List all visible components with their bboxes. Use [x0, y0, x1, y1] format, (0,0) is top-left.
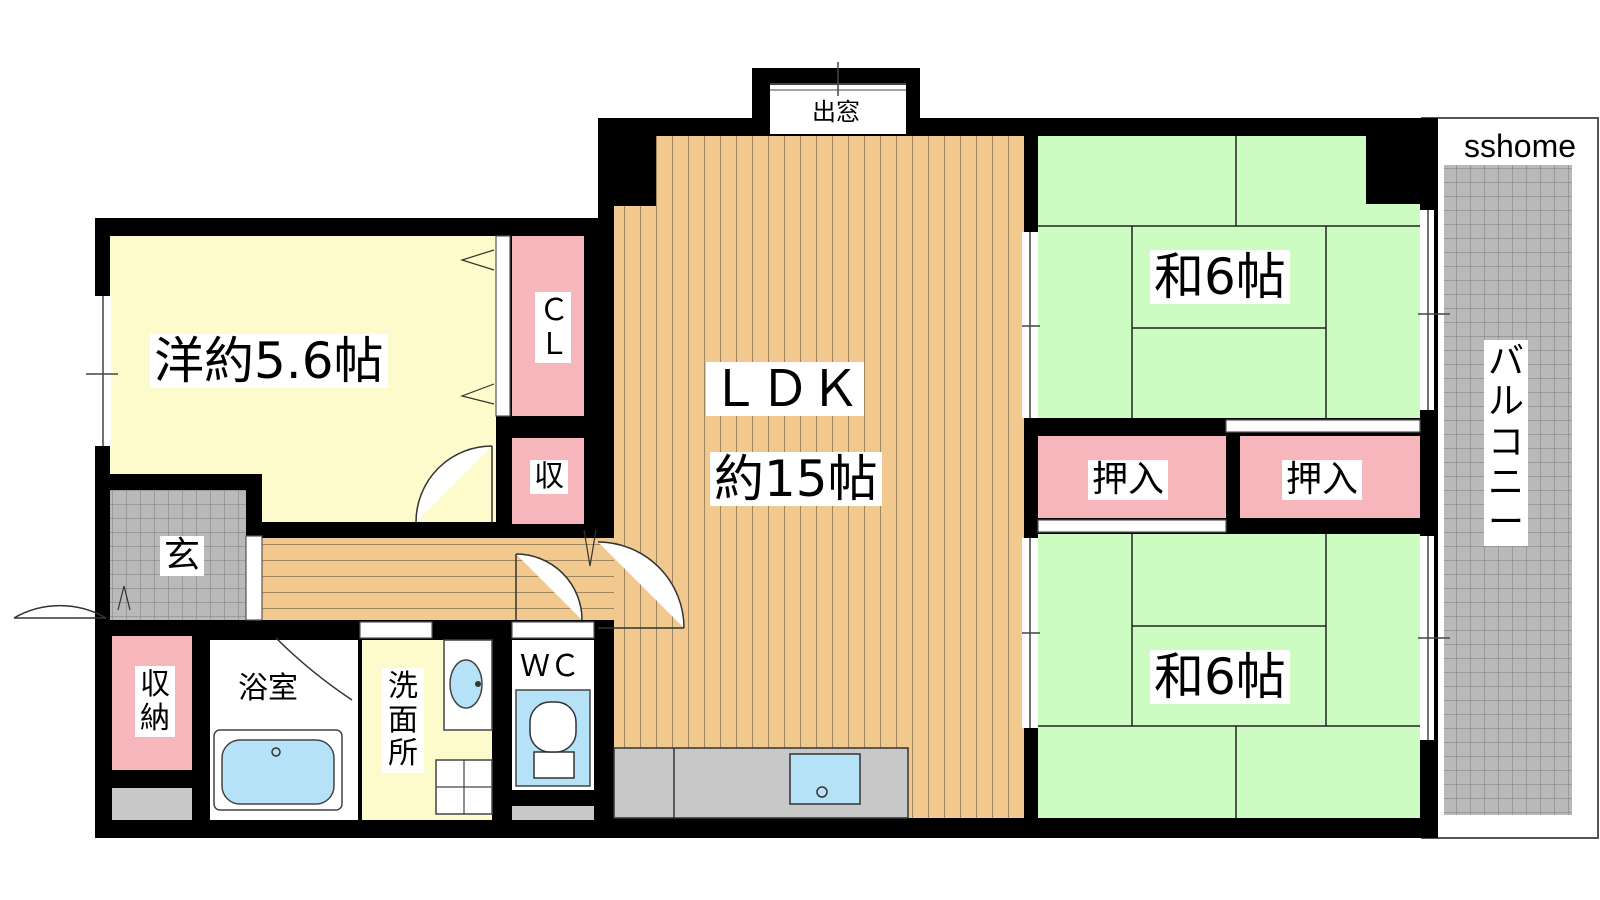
western-room-label: 洋約5.6帖	[150, 334, 388, 388]
toilet-box	[512, 806, 594, 820]
balcony-label: バルコニー	[1484, 340, 1528, 546]
oshiire-left-label: 押入	[1088, 460, 1169, 500]
storage-left-label: 収納	[135, 666, 175, 738]
pillar-top-right	[1366, 118, 1438, 204]
washroom-label: 洗面所	[382, 668, 424, 773]
utility-box	[112, 788, 192, 820]
bathtub	[221, 739, 335, 805]
washitsu-bottom-label: 和6帖	[1150, 650, 1290, 704]
washitsu-top-label: 和6帖	[1150, 250, 1290, 304]
toilet-label: ＷＣ	[516, 650, 584, 684]
doors	[13, 445, 685, 701]
bathroom-label: 浴室	[234, 672, 302, 706]
storage-small-label: 収	[530, 460, 568, 494]
kitchen-counter	[613, 747, 909, 819]
sliding-doors	[245, 235, 1421, 639]
bay-window-label: 出窓	[808, 98, 864, 126]
ldk-size: 約15帖	[710, 452, 882, 506]
ldk-title: ＬＤＫ	[706, 362, 864, 416]
brand-logo: sshome	[1462, 128, 1579, 164]
oshiire-right-label: 押入	[1282, 460, 1363, 500]
entrance-label: 玄	[160, 536, 205, 576]
closet-label: ＣＬ	[535, 292, 571, 364]
windows	[86, 210, 1450, 740]
washbasin	[449, 659, 483, 709]
